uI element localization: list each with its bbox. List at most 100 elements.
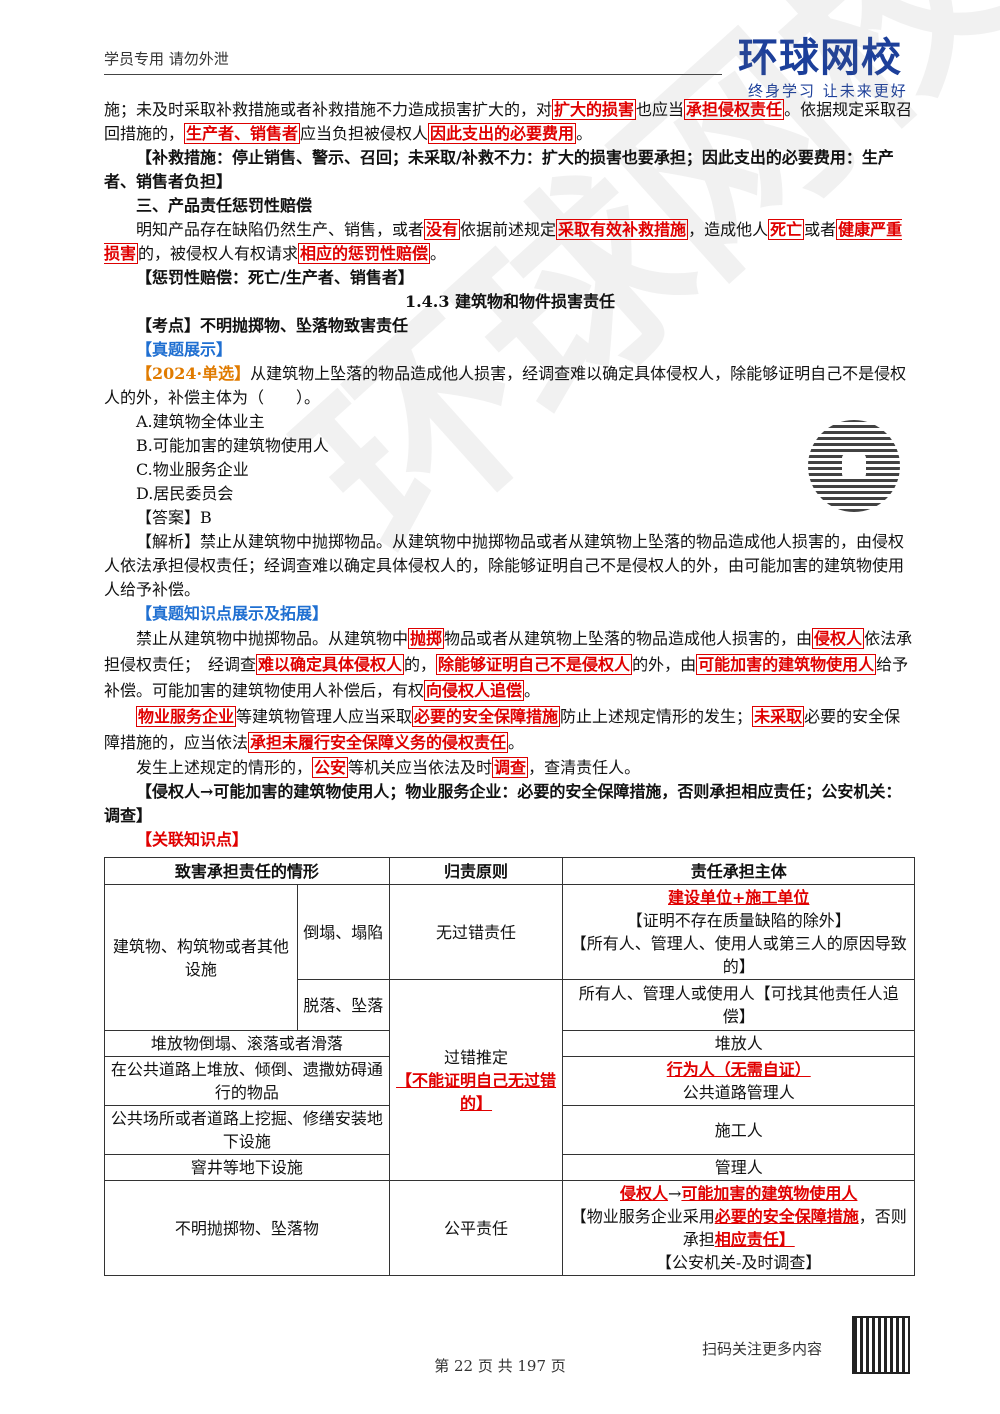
highlight: 承担侵权责任 bbox=[684, 99, 785, 120]
table-cell: 公共场所或者道路上挖掘、修缮安装地下设施 bbox=[104, 1105, 390, 1155]
text: 给予补偿。可能加害的建筑物使用人补偿后，有权 bbox=[104, 655, 909, 700]
text: 或者 bbox=[804, 220, 837, 239]
header-divider bbox=[104, 74, 722, 75]
cell-line: 建设单位+施工单位 bbox=[668, 888, 810, 907]
question: 【2024·单选】从建筑物上坠落的物品造成他人损害，经调查难以确定具体侵权人，除… bbox=[104, 362, 916, 410]
text: 必要的安全保障措施 bbox=[714, 1207, 859, 1226]
table-cell: 侵权人→可能加害的建筑物使用人 【物业服务企业采用必要的安全保障措施，否则承担相… bbox=[562, 1180, 915, 1276]
highlight: 生产者、销售者 bbox=[184, 123, 301, 144]
text: 施；未及时采取补救措施或者补救措施不力造成损害扩大的，对 bbox=[104, 100, 553, 119]
column-header: 归责原则 bbox=[388, 857, 564, 885]
table-cell: 倒塌、塌陷 bbox=[296, 884, 390, 980]
label: 【关联知识点】 bbox=[136, 830, 249, 849]
column-header: 致害承担责任的情形 bbox=[104, 857, 390, 885]
paragraph: 发生上述规定的情形的，公安等机关应当依法及时调查，查清责任人。 bbox=[104, 756, 916, 780]
text: 。依据规定采取召回措施的， bbox=[104, 100, 913, 143]
table-cell: 公平责任 bbox=[388, 1180, 564, 1276]
analysis: 【解析】禁止从建筑物中抛掷物品。从建筑物中抛掷物品或者从建筑物上坠落的物品造成他… bbox=[104, 532, 905, 599]
table-row: 在公共道路上堆放、倾倒、遗撒妨碍通行的物品 行为人（无需自证） 公共道路管理人 bbox=[104, 1056, 915, 1106]
text: 依据前述规定 bbox=[460, 220, 557, 239]
subheading: 【真题展示】 bbox=[104, 338, 916, 362]
table-cell: 不明抛掷物、坠落物 bbox=[104, 1180, 390, 1276]
highlight: 可能加害的建筑物使用人 bbox=[696, 654, 877, 675]
table-cell: 施工人 bbox=[562, 1105, 915, 1155]
cell-line: 过错推定 bbox=[444, 1047, 509, 1067]
text: 的，被侵权人有权请求 bbox=[138, 244, 299, 263]
liability-table: 致害承担责任的情形 归责原则 责任承担主体 建筑物、构筑物或者其他设施 倒塌、塌… bbox=[104, 857, 915, 1276]
cell-line: 侵权人→可能加害的建筑物使用人 bbox=[567, 1182, 910, 1205]
paragraph: 禁止从建筑物中抛掷物品。从建筑物中抛掷物品或者从建筑物上坠落的物品造成他人损害的… bbox=[104, 626, 916, 704]
label: 【真题知识点展示及拓展】 bbox=[136, 604, 329, 623]
highlight: 相应的惩罚性赔偿 bbox=[298, 243, 431, 264]
highlight: 死亡 bbox=[768, 219, 805, 240]
table-cell: 行为人（无需自证） 公共道路管理人 bbox=[562, 1056, 915, 1106]
section-title: 三、产品责任惩罚性赔偿 bbox=[136, 196, 313, 215]
table-row: 堆放物倒塌、滚落或者滑落 堆放人 bbox=[104, 1030, 915, 1057]
highlight: 物业服务企业 bbox=[136, 706, 237, 727]
text: 也应当 bbox=[636, 100, 685, 119]
column-header: 责任承担主体 bbox=[562, 857, 915, 885]
summary-note: 【惩罚性赔偿：死亡/生产者、销售者】 bbox=[136, 268, 414, 287]
highlight: 公安 bbox=[312, 757, 349, 778]
table-cell: 堆放物倒塌、滚落或者滑落 bbox=[104, 1030, 390, 1057]
paragraph: 物业服务企业等建筑物管理人应当采取必要的安全保障措施防止上述规定情形的发生；未采… bbox=[104, 704, 916, 756]
highlight: 采取有效补救措施 bbox=[556, 219, 689, 240]
highlight: 除能够证明自己不是侵权人 bbox=[436, 654, 633, 675]
highlight: 健康严重损害 bbox=[104, 219, 903, 264]
cell-line: 【公安机关-及时调查】 bbox=[656, 1253, 822, 1272]
subheading: 【关联知识点】 bbox=[104, 828, 916, 852]
question-tag: 【2024·单选】 bbox=[136, 364, 251, 383]
cell-line: 【不能证明自己无过错的】 bbox=[396, 1070, 557, 1113]
table-cell: 窨井等地下设施 bbox=[104, 1154, 390, 1181]
text: 禁止从建筑物中抛掷物品。从建筑物中 bbox=[136, 629, 409, 648]
option-b: B.可能加害的建筑物使用人 bbox=[136, 436, 329, 455]
summary-note: 【补救措施：停止销售、警示、召回；未采取/补救不力：扩大的损害也要承担；因此支出… bbox=[104, 148, 894, 191]
text: 。 bbox=[430, 244, 447, 263]
table-cell: 所有人、管理人或使用人【可找其他责任人追偿】 bbox=[562, 979, 915, 1031]
highlight: 抛掷 bbox=[408, 628, 445, 649]
text: 。 bbox=[524, 681, 541, 700]
table-cell: 建设单位+施工单位 【证明不存在质量缺陷的除外】 【所有人、管理人、使用人或第三… bbox=[562, 884, 915, 980]
highlight: 因此支出的必要费用 bbox=[428, 123, 577, 144]
text: ，否则承担 bbox=[682, 1207, 907, 1249]
question-text: 从建筑物上坠落的物品造成他人损害，经调查难以确定具体侵权人，除能够证明自己不是侵… bbox=[104, 364, 907, 407]
table-row: 公共场所或者道路上挖掘、修缮安装地下设施 施工人 bbox=[104, 1105, 915, 1155]
text: 应当负担被侵权人 bbox=[300, 124, 429, 143]
highlight: 没有 bbox=[424, 219, 461, 240]
highlight: 承担未履行安全保障义务的侵权责任 bbox=[248, 732, 509, 753]
logo-text: 环球网校 bbox=[738, 35, 902, 81]
subheading: 【真题知识点展示及拓展】 bbox=[104, 602, 916, 626]
cell-line: 【物业服务企业采用必要的安全保障措施，否则承担相应责任】 bbox=[567, 1205, 910, 1251]
highlight: 必要的安全保障措施 bbox=[412, 706, 561, 727]
label: 【真题展示】 bbox=[136, 340, 233, 359]
table-header-row: 致害承担责任的情形 归责原则 责任承担主体 bbox=[104, 857, 915, 885]
logo-slogan: 终身学习 让未来更好 bbox=[748, 82, 908, 100]
text: 必要的安全保障措施的，应当依法 bbox=[104, 707, 901, 752]
exam-point: 【考点】不明抛掷物、坠落物致害责任 bbox=[136, 316, 409, 335]
table-row: 建筑物、构筑物或者其他设施 倒塌、塌陷 无过错责任 建设单位+施工单位 【证明不… bbox=[104, 884, 915, 1031]
arrow: → bbox=[668, 1184, 682, 1203]
table-row: 窨井等地下设施 管理人 bbox=[104, 1154, 915, 1181]
text: 相应责任】 bbox=[714, 1230, 795, 1249]
highlight: 侵权人 bbox=[812, 628, 865, 649]
text: 。 bbox=[576, 124, 593, 143]
section-heading: 1.4.3 建筑物和物件损害责任 bbox=[404, 292, 616, 311]
text: 的， bbox=[404, 655, 437, 674]
text: ，查清责任人。 bbox=[528, 758, 641, 777]
table-cell: 建筑物、构筑物或者其他设施 bbox=[104, 884, 298, 1031]
text: 侵权人 bbox=[620, 1184, 669, 1203]
highlight: 难以确定具体侵权人 bbox=[256, 654, 405, 675]
page-number: 第 22 页 共 197 页 bbox=[434, 1357, 566, 1375]
text: 物品或者从建筑物上坠落的物品造成他人损害的，由 bbox=[444, 629, 813, 648]
qr-code-icon bbox=[808, 420, 900, 512]
highlight: 向侵权人追偿 bbox=[424, 680, 525, 701]
answer: 【答案】B bbox=[136, 508, 212, 527]
text: 防止上述规定情形的发生； bbox=[560, 707, 753, 726]
text: 明知产品存在缺陷仍然生产、销售，或者 bbox=[136, 220, 425, 239]
text: 【物业服务企业采用 bbox=[570, 1207, 715, 1226]
cell-line: 行为人（无需自证） bbox=[666, 1060, 811, 1079]
cell-line: 【所有人、管理人、使用人或第三人的原因导致的】 bbox=[570, 934, 907, 976]
qr-caption: 扫码关注更多内容 bbox=[702, 1340, 823, 1358]
text: 可能加害的建筑物使用人 bbox=[681, 1184, 858, 1203]
text: ，造成他人 bbox=[688, 220, 769, 239]
